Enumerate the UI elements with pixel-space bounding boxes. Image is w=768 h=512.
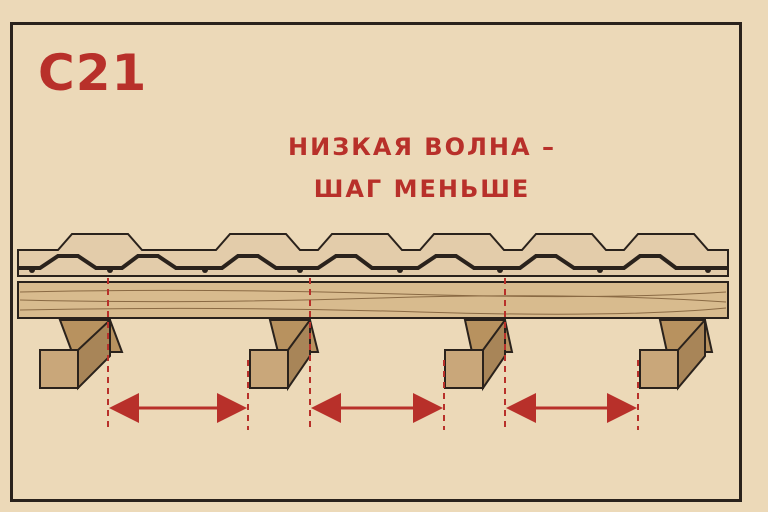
drawing-frame (10, 22, 742, 502)
profile-code-title: C21 (38, 44, 148, 102)
wooden-board (17, 281, 729, 319)
caption-line-2: ШАГ МЕНЬШЕ (313, 175, 531, 203)
rafter-3 (444, 316, 514, 392)
corrugated-sheet (17, 233, 729, 277)
caption-line-1: НИЗКАЯ ВОЛНА – (288, 133, 556, 161)
rafter-1 (39, 317, 124, 391)
rafter-4 (639, 317, 714, 391)
rafter-2 (249, 316, 320, 392)
dimension-guides (107, 278, 639, 430)
